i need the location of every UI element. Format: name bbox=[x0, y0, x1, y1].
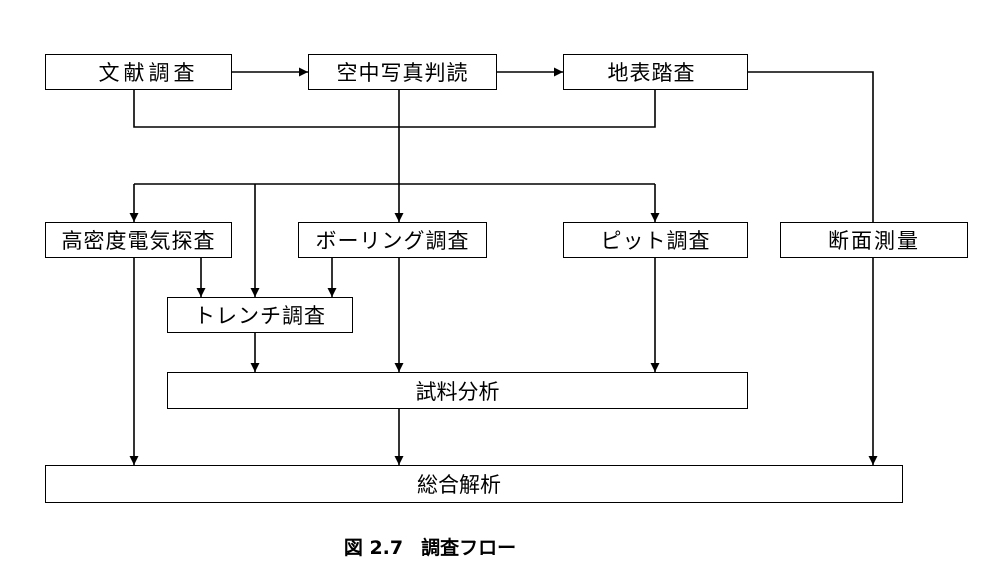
connector-literature-surface-bracket bbox=[133, 90, 656, 128]
node-literature-survey: 文献調査 bbox=[45, 54, 232, 90]
node-sample-analysis: 試料分析 bbox=[167, 372, 748, 409]
node-trench-survey: トレンチ調査 bbox=[167, 297, 353, 333]
node-label-cross-section-survey: 断面測量 bbox=[828, 229, 920, 253]
node-label-literature-survey: 文献調査 bbox=[98, 61, 199, 85]
figure-title: 調査フロー bbox=[421, 537, 517, 559]
node-label-surface-reconnaissance: 地表踏査 bbox=[607, 61, 696, 85]
node-high-density-electrical-survey: 高密度電気探査 bbox=[45, 222, 232, 258]
node-aerial-photo-interpretation: 空中写真判読 bbox=[308, 54, 497, 90]
node-pit-survey: ピット調査 bbox=[563, 222, 748, 258]
connector-surface-to-section bbox=[748, 71, 874, 222]
node-surface-reconnaissance: 地表踏査 bbox=[563, 54, 748, 90]
node-label-pit-survey: ピット調査 bbox=[600, 229, 711, 253]
node-label-boring-survey: ボーリング調査 bbox=[315, 229, 470, 253]
node-boring-survey: ボーリング調査 bbox=[298, 222, 487, 258]
node-cross-section-survey: 断面測量 bbox=[780, 222, 968, 258]
node-label-sample-analysis: 試料分析 bbox=[415, 379, 500, 404]
node-label-trench-survey: トレンチ調査 bbox=[194, 304, 326, 328]
figure-caption: 図 2.7 調査フロー bbox=[300, 533, 560, 560]
node-label-aerial-photo-interpretation: 空中写真判読 bbox=[336, 61, 469, 85]
node-label-comprehensive-analysis: 総合解析 bbox=[417, 473, 501, 497]
node-label-high-density-electrical-survey: 高密度電気探査 bbox=[61, 229, 216, 253]
figure-number: 図 2.7 bbox=[343, 537, 404, 559]
node-comprehensive-analysis: 総合解析 bbox=[45, 465, 903, 503]
